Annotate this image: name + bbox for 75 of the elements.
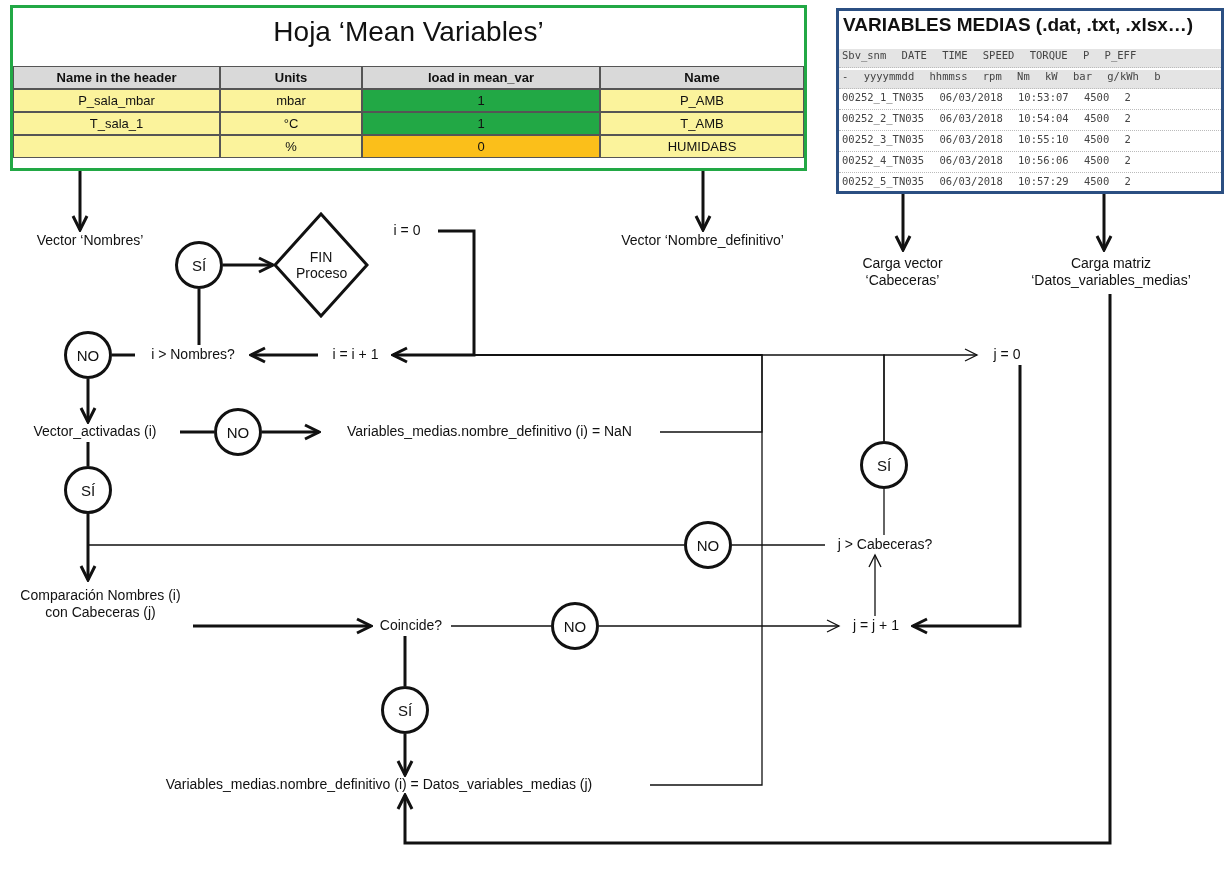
arrow [71,171,89,232]
table-cell: °C [220,112,362,135]
decision-circle: NO [684,521,732,569]
arrow [79,379,97,424]
step-text: j = j + 1 [839,616,913,636]
table-cell: 1 [362,112,600,135]
column-header: Name [600,66,804,89]
arrow [868,554,882,617]
step-text: j = 0 [977,345,1037,365]
table-cell: T_AMB [600,112,804,135]
step-text: Carga vector ‘Cabeceras’ [840,250,965,294]
table-cell: % [220,135,362,158]
arrow [883,348,978,442]
step-text: Vector_activadas (i) [10,422,180,442]
step-text: Carga matriz ‘Datos_variables_medias’ [998,250,1224,294]
data-row: 00252_1_TN035 06/03/2018 10:53:07 4500 2 [839,91,1221,110]
arrow [1095,194,1113,252]
arrow [262,423,321,441]
step-text: Variables_medias.nombre_definitivo (i) = Datos_variables_medias (j) [108,775,650,795]
table-panel [10,5,807,171]
step-text: i > Nombres? [135,345,251,365]
step-text: Comparación Nombres (i) con Cabeceras (j) [8,580,193,628]
connector-line [403,636,407,686]
step-text: j > Cabeceras? [825,535,945,555]
table-cell: mbar [220,89,362,112]
decision-circle: SÍ [64,466,112,514]
connector-line [731,544,826,546]
table-cell: P_sala_mbar [13,89,220,112]
step-text: Variables_medias.nombre_definitivo (i) = NaN [319,422,660,442]
connector-line [86,442,90,466]
end-diamond: FIN Proceso [273,212,369,318]
data-header-row: - yyyymmdd hhmmss rpm Nm kW bar g/kWh b [839,70,1221,89]
step-text: Vector ‘Nombre_definitivo’ [595,230,810,252]
column-header: Name in the header [13,66,220,89]
decision-circle: NO [214,408,262,456]
arrow [193,617,373,635]
data-row: 00252_4_TN035 06/03/2018 10:56:06 4500 2 [839,154,1221,173]
arrow [223,256,275,274]
column-header: load in mean_var [362,66,600,89]
connector-line [883,488,885,536]
connector-line [197,289,201,345]
decision-circle: NO [551,602,599,650]
decision-circle: SÍ [175,241,223,289]
data-row: 00252_2_TN035 06/03/2018 10:54:04 4500 2 [839,112,1221,131]
arrow [396,734,414,777]
data-header-row: Sbv_snm DATE TIME SPEED TORQUE P P_EFF [839,49,1221,68]
arrow [79,514,97,582]
arrow [249,346,318,364]
table-cell: 0 [362,135,600,158]
connector-line [112,353,135,357]
step-text: Coincide? [371,616,451,636]
data-file-panel [836,8,1224,194]
data-row: 00252_5_TN035 06/03/2018 10:57:29 4500 2 [839,175,1221,191]
arrow [598,619,840,633]
arrow [894,194,912,252]
decision-circle: SÍ [381,686,429,734]
connector-line [450,625,552,627]
arrow [694,171,712,232]
arrow [391,229,476,364]
data-row: 00252_3_TN035 06/03/2018 10:55:10 4500 2 [839,133,1221,152]
connector-line [180,430,214,434]
table-cell: HUMIDABS [600,135,804,158]
table-cell: P_AMB [600,89,804,112]
column-header: Units [220,66,362,89]
table-title: Hoja ‘Mean Variables’ [272,16,545,48]
step-text: Vector ‘Nombres’ [5,230,175,252]
decision-circle: SÍ [860,441,908,489]
arrow [396,294,1112,845]
decision-circle: NO [64,331,112,379]
table-cell: 1 [362,89,600,112]
step-text: i = 0 [376,221,438,241]
table-cell: T_sala_1 [13,112,220,135]
file-title: VARIABLES MEDIAS (.dat, .txt, .xlsx…) [843,14,1194,36]
arrow [911,365,1022,635]
step-text: i = i + 1 [318,345,393,365]
